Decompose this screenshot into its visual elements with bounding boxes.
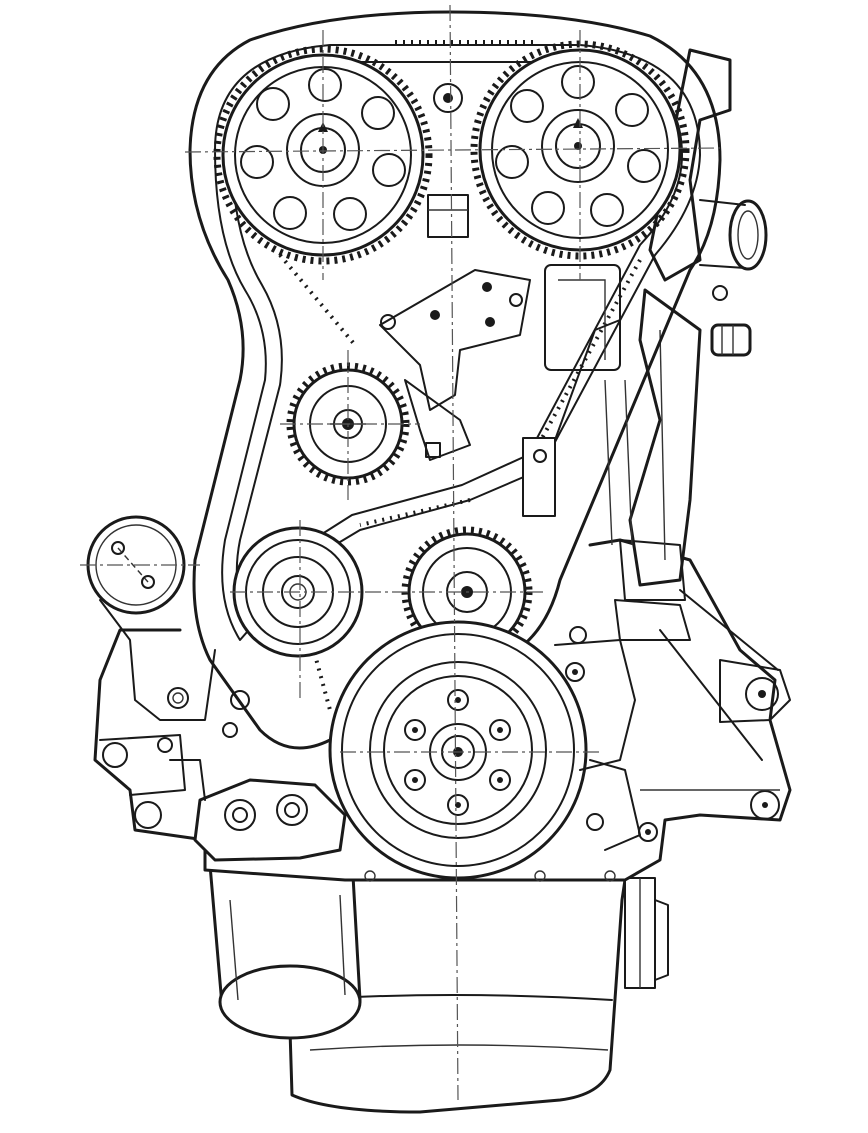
dipstick-bracket	[624, 877, 669, 989]
mounting-plate	[379, 269, 531, 461]
thermostat-housing	[648, 48, 768, 357]
block-fasteners	[157, 626, 658, 851]
cam-center-bracket	[427, 83, 469, 238]
center-lines	[80, 4, 721, 1101]
coolant-pipe	[614, 288, 702, 641]
crankshaft-pulley	[328, 620, 588, 880]
cover-panels	[522, 264, 633, 546]
oil-filter	[208, 856, 362, 1040]
filter-mount-flange	[169, 759, 347, 862]
camshaft-sprocket-intake	[213, 45, 433, 265]
